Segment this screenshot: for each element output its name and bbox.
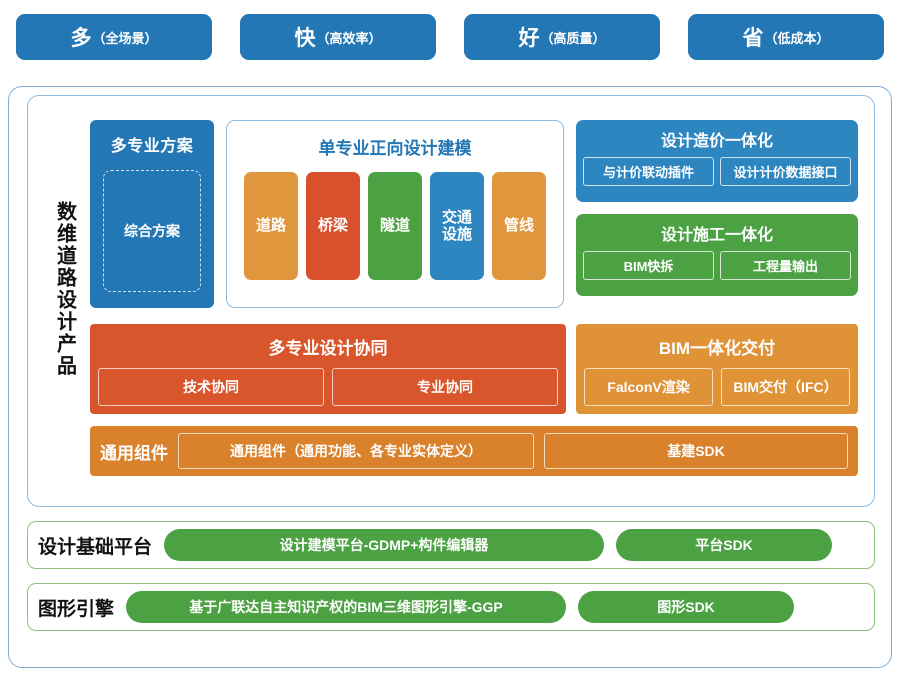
banner-button-3[interactable]: 省 （低成本） [688,14,884,60]
banner-button-1-big: 快 [294,27,316,50]
multi-discipline-collaboration-band[interactable]: 多专业设计协同 技术协同 专业协同 [90,324,566,414]
banner-button-2-big: 好 [518,27,540,50]
banner-button-3-small: （低成本） [764,30,830,46]
multi-discipline-plan-title: 多专业方案 [110,138,194,155]
design-cost-sub-1[interactable]: 设计计价数据接口 [720,157,851,186]
discipline-card-bridge-label: 桥梁 [317,217,348,235]
banner-button-1-small: （高效率） [316,30,382,46]
design-construction-integration-box[interactable]: 设计施工一体化 BIM快拆 工程量输出 [576,214,858,296]
product-panel: 数维道路设计产品 多专业方案 综合方案 单专业正向设计建模 道路 桥梁 隧道 [27,95,875,507]
product-vertical-title: 数维道路设计产品 [53,201,76,377]
design-construction-integration-title: 设计施工一体化 [660,227,773,244]
design-construction-integration-subrow: BIM快拆 工程量输出 [576,251,858,280]
discipline-card-pipeline-label: 管线 [503,217,534,235]
graphics-engine-sdk[interactable]: 图形SDK [578,591,795,623]
design-base-platform-row: 设计基础平台 设计建模平台-GDMP+构件编辑器 平台SDK [27,521,875,569]
banner-button-3-big: 省 [742,27,764,50]
discipline-card-road-label: 道路 [255,217,286,235]
graphics-engine-row: 图形引擎 基于广联达自主知识产权的BIM三维图形引擎-GGP 图形SDK [27,583,875,631]
design-construction-sub-1[interactable]: 工程量输出 [720,251,851,280]
collaboration-sub-1[interactable]: 专业协同 [332,368,558,406]
bim-delivery-sub-1[interactable]: BIM交付（IFC） [721,368,850,406]
single-discipline-modeling-box: 单专业正向设计建模 道路 桥梁 隧道 交通 设施 管线 [226,120,564,308]
discipline-card-tunnel[interactable]: 隧道 [368,172,422,280]
multi-discipline-collaboration-subrow: 技术协同 专业协同 [90,368,566,406]
banner-button-0-small: （全场景） [92,30,158,46]
single-discipline-modeling-title: 单专业正向设计建模 [318,139,472,158]
banner-button-2[interactable]: 好 （高质量） [464,14,660,60]
common-components-band: 通用组件 通用组件（通用功能、各专业实体定义） 基建SDK [90,426,858,476]
banner-button-1[interactable]: 快 （高效率） [240,14,436,60]
common-components-cell-0[interactable]: 通用组件（通用功能、各专业实体定义） [178,433,534,469]
collaboration-sub-0[interactable]: 技术协同 [98,368,324,406]
banner-button-0[interactable]: 多 （全场景） [16,14,212,60]
discipline-card-road[interactable]: 道路 [244,172,298,280]
design-cost-integration-subrow: 与计价联动插件 设计计价数据接口 [576,157,858,186]
design-base-platform-sdk[interactable]: 平台SDK [616,529,833,561]
multi-discipline-plan-box[interactable]: 多专业方案 综合方案 [90,120,214,308]
design-base-platform-main[interactable]: 设计建模平台-GDMP+构件编辑器 [164,529,605,561]
graphics-engine-main[interactable]: 基于广联达自主知识产权的BIM三维图形引擎-GGP [126,591,567,623]
common-components-cell-1[interactable]: 基建SDK [544,433,848,469]
comprehensive-plan-box[interactable]: 综合方案 [103,170,201,292]
design-base-platform-label: 设计基础平台 [38,536,153,558]
discipline-card-traffic-facility[interactable]: 交通 设施 [430,172,484,280]
common-components-label: 通用组件 [100,443,168,463]
graphics-engine-label: 图形引擎 [38,598,115,620]
design-construction-sub-0[interactable]: BIM快拆 [583,251,714,280]
architecture-outer-container: 数维道路设计产品 多专业方案 综合方案 单专业正向设计建模 道路 桥梁 隧道 [8,86,892,668]
banner-button-0-big: 多 [70,27,92,50]
design-cost-integration-title: 设计造价一体化 [660,133,773,150]
bim-delivery-sub-0[interactable]: FalconV渲染 [584,368,713,406]
multi-discipline-collaboration-title: 多专业设计协同 [268,339,388,358]
discipline-card-row: 道路 桥梁 隧道 交通 设施 管线 [227,172,563,280]
bim-delivery-subrow: FalconV渲染 BIM交付（IFC） [576,368,858,406]
design-cost-integration-box[interactable]: 设计造价一体化 与计价联动插件 设计计价数据接口 [576,120,858,202]
collaboration-delivery-row: 多专业设计协同 技术协同 专业协同 BIM一体化交付 FalconV渲染 BIM… [90,324,858,414]
bim-delivery-title: BIM一体化交付 [658,339,776,358]
design-cost-sub-0[interactable]: 与计价联动插件 [583,157,714,186]
banner-button-2-small: （高质量） [540,30,606,46]
value-proposition-banner: 多 （全场景） 快 （高效率） 好 （高质量） 省 （低成本） [0,14,900,60]
bim-delivery-band[interactable]: BIM一体化交付 FalconV渲染 BIM交付（IFC） [576,324,858,414]
discipline-card-bridge[interactable]: 桥梁 [306,172,360,280]
discipline-card-tunnel-label: 隧道 [379,217,410,235]
discipline-card-traffic-facility-label: 交通 设施 [441,208,472,243]
discipline-card-pipeline[interactable]: 管线 [492,172,546,280]
